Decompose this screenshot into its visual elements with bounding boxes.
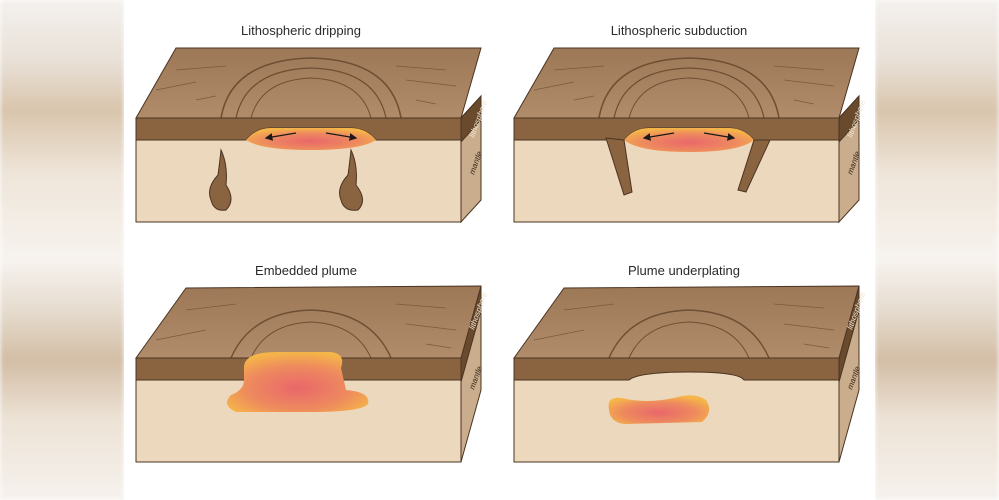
figure-stage: Lithospheric dripping lithosphere mantle… (124, 0, 875, 500)
panel-title: Embedded plume (255, 263, 357, 278)
plume-head (624, 128, 754, 152)
panel-lithospheric-dripping: Lithospheric dripping lithosphere mantle (135, 23, 489, 224)
panel-title: Lithospheric subduction (611, 23, 748, 38)
dome-ring (628, 77, 750, 119)
underplating-plume-body (608, 395, 710, 424)
panel-plume-underplating: Plume underplating lithosphere mantle (513, 263, 867, 463)
dome-ring (628, 321, 750, 359)
dome-ring (220, 57, 402, 119)
plume-head (246, 128, 376, 150)
blurred-background-left (0, 0, 124, 500)
subducting-slab-right-visible (737, 139, 771, 193)
dome-ring (250, 321, 372, 359)
panel-lithospheric-subduction: Lithospheric subduction lithosphere mant… (513, 23, 867, 224)
panel-title: Lithospheric dripping (241, 23, 361, 38)
surface-texture (155, 65, 457, 105)
panel-title: Plume underplating (628, 263, 740, 278)
flow-arrow-left (264, 132, 297, 141)
dome-ring (598, 57, 780, 119)
dome-ring (608, 309, 770, 359)
dome-ring (250, 77, 372, 119)
panel-embedded-plume: Embedded plume lithosphere mantle (135, 263, 489, 463)
flow-arrow-right (703, 132, 736, 141)
block-diagrams: Lithospheric dripping lithosphere mantle… (135, 23, 867, 463)
block-front-lithosphere (513, 357, 840, 381)
flow-arrow-right (325, 132, 358, 141)
blurred-background-right (875, 0, 999, 500)
surface-texture (533, 303, 835, 349)
flow-arrow-left (642, 132, 675, 141)
surface-texture (533, 65, 835, 105)
dome-ring (613, 67, 765, 119)
lithospheric-drip-left (209, 148, 232, 211)
lithospheric-drip-right (339, 148, 363, 211)
surface-texture (155, 303, 457, 349)
embedded-plume-body (227, 352, 369, 412)
dome-ring (230, 309, 392, 359)
subducting-slab-left (605, 137, 633, 196)
dome-ring (235, 67, 387, 119)
